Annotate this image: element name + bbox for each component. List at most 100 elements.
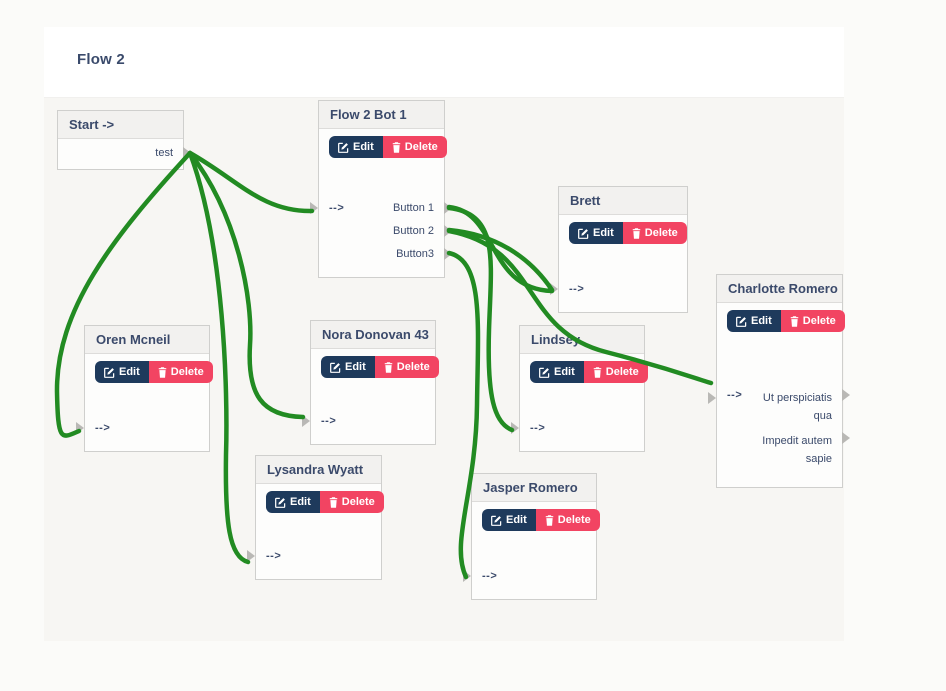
node-actions: Edit Delete (530, 361, 648, 383)
output-port-icon[interactable] (842, 432, 850, 444)
edit-button[interactable]: Edit (727, 310, 781, 332)
input-port-label: --> (530, 421, 546, 434)
output-port-label: Impedit autem sapie (762, 435, 832, 465)
output-port-icon[interactable] (183, 146, 191, 159)
node-title[interactable]: Oren Mcneil (85, 326, 209, 354)
output-port-icon[interactable] (444, 247, 452, 260)
node-title[interactable]: Lysandra Wyatt (256, 456, 381, 484)
delete-button[interactable]: Delete (374, 356, 439, 378)
delete-button[interactable]: Delete (780, 310, 845, 332)
input-port-label: --> (329, 201, 345, 214)
node-title[interactable]: Start -> (58, 111, 183, 139)
input-port-icon[interactable] (463, 569, 471, 582)
trash-icon (384, 361, 393, 373)
node-actions: Edit Delete (329, 136, 447, 158)
node-title[interactable]: Charlotte Romero (717, 275, 842, 303)
ports: --> (550, 277, 687, 312)
input-port-icon[interactable] (247, 549, 255, 562)
edit-button[interactable]: Edit (95, 361, 149, 383)
delete-button[interactable]: Delete (583, 361, 648, 383)
edit-button-label: Edit (119, 366, 140, 378)
edit-button-label: Edit (353, 141, 374, 153)
output-port-icon[interactable] (444, 224, 452, 237)
output-port-label: Button3 (396, 247, 434, 260)
edit-button[interactable]: Edit (569, 222, 623, 244)
trash-icon (158, 366, 167, 378)
port-row: --> (76, 416, 199, 439)
ports: --> (302, 409, 435, 444)
input-port-icon[interactable] (550, 282, 558, 295)
port-row: --> (302, 409, 425, 432)
page-title: Flow 2 (77, 51, 125, 68)
node-body: Edit Delete --> (76, 354, 213, 451)
node-title[interactable]: Jasper Romero (472, 474, 596, 502)
port-row: Button3 (329, 242, 452, 265)
edit-button[interactable]: Edit (482, 509, 536, 531)
node-actions: Edit Delete (727, 310, 845, 332)
input-port-label: --> (482, 569, 498, 582)
delete-button-label: Delete (557, 514, 591, 526)
node-actions: Edit Delete (321, 356, 439, 378)
port-row: --> (550, 277, 677, 300)
port-row: -->Button 1 (310, 196, 452, 219)
edit-button-label: Edit (554, 366, 575, 378)
node-title[interactable]: Nora Donovan 43 (311, 321, 435, 349)
port-row: Impedit autem sapie (727, 432, 850, 468)
delete-button[interactable]: Delete (382, 136, 447, 158)
edit-button[interactable]: Edit (321, 356, 375, 378)
node-title[interactable]: Lindsey (520, 326, 644, 354)
output-port-label: test (155, 146, 173, 159)
node-start[interactable]: Start -> test (57, 110, 191, 170)
input-port-icon[interactable] (511, 421, 519, 434)
edit-icon (104, 367, 115, 378)
port-row: --> (247, 544, 371, 567)
trash-icon (790, 315, 799, 327)
delete-button-label: Delete (605, 366, 639, 378)
input-port-label: --> (321, 414, 337, 427)
edit-button[interactable]: Edit (329, 136, 383, 158)
edit-icon (736, 316, 747, 327)
node-actions: Edit Delete (482, 509, 600, 531)
edit-button[interactable]: Edit (266, 491, 320, 513)
port-row: --> (463, 564, 586, 587)
node-title[interactable]: Flow 2 Bot 1 (319, 101, 444, 129)
ports: --> (76, 416, 209, 451)
delete-button-label: Delete (396, 361, 430, 373)
node-body: Edit Delete --> (550, 215, 687, 312)
node-actions: Edit Delete (569, 222, 687, 244)
delete-button-label: Delete (802, 315, 836, 327)
port-row: Button 2 (329, 219, 452, 242)
edit-icon (275, 497, 286, 508)
edit-button-label: Edit (290, 496, 311, 508)
delete-button[interactable]: Delete (622, 222, 687, 244)
delete-button[interactable]: Delete (148, 361, 213, 383)
node-title[interactable]: Brett (559, 187, 687, 215)
input-port-icon[interactable] (302, 414, 310, 427)
input-port-icon[interactable] (708, 392, 716, 404)
delete-button[interactable]: Delete (535, 509, 600, 531)
delete-button-label: Delete (644, 227, 678, 239)
input-port-label: --> (95, 421, 111, 434)
edit-button[interactable]: Edit (530, 361, 584, 383)
delete-button-label: Delete (170, 366, 204, 378)
delete-button[interactable]: Delete (319, 491, 384, 513)
edit-icon (539, 367, 550, 378)
edit-button-label: Edit (751, 315, 772, 327)
input-port-icon[interactable] (310, 201, 318, 214)
delete-button-label: Delete (341, 496, 375, 508)
input-port-icon[interactable] (76, 421, 84, 434)
output-port-icon[interactable] (444, 201, 452, 214)
trash-icon (545, 514, 554, 526)
node-nora[interactable]: Nora Donovan 43 Edit Delete --> (302, 320, 439, 445)
output-port-icon[interactable] (842, 389, 850, 401)
